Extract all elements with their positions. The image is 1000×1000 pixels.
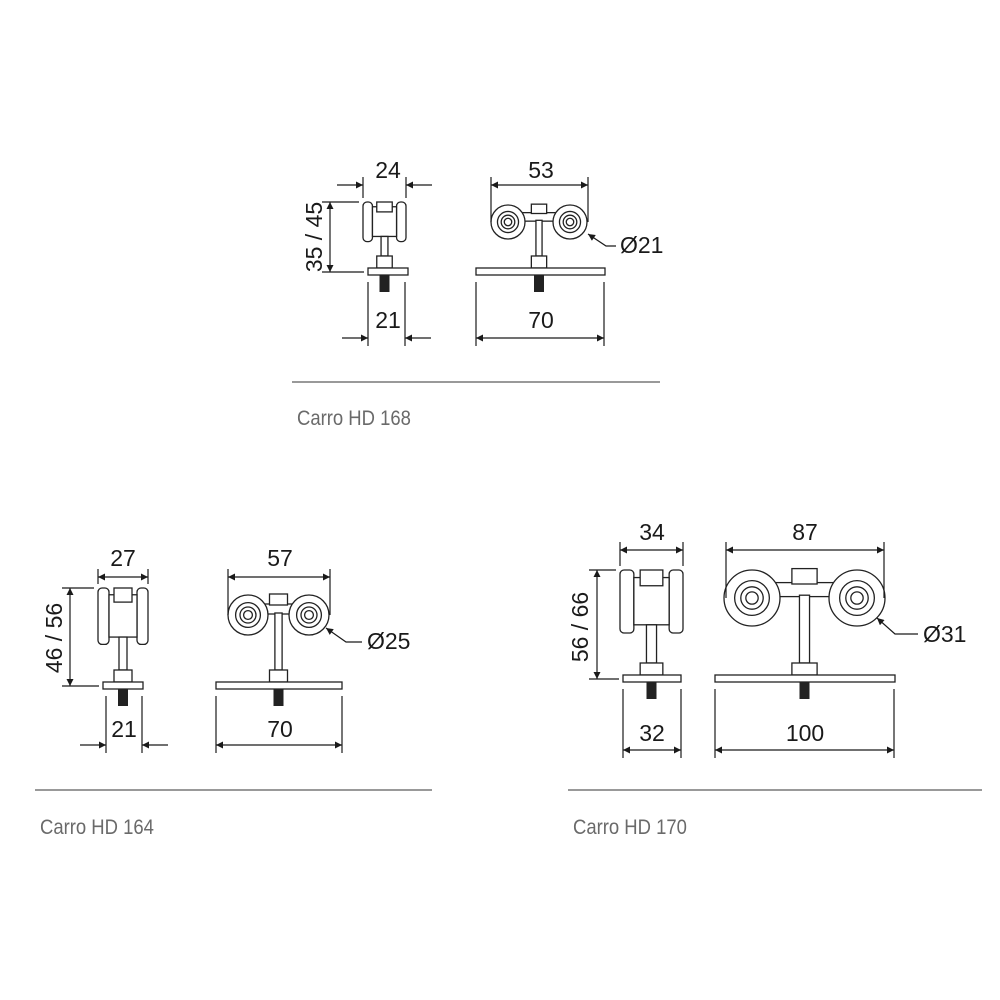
base-nut [530,255,548,269]
wheel-diameter-label: Ø31 [923,621,966,647]
side-width-label: 27 [110,545,136,571]
top-nut [113,587,133,603]
stem [645,624,658,664]
wheel-diameter-label: Ø21 [620,232,663,258]
side-wheel-left [362,201,374,243]
carriage-drawing-1 [35,569,432,791]
plate-length-label: 70 [528,307,554,333]
base-plate [367,267,409,276]
base-plate [622,674,682,683]
axle-bolt [745,591,759,605]
base-nut [376,255,393,269]
threaded-bolt [379,275,390,292]
side-view [62,569,168,753]
plate-side-width-label: 21 [375,307,401,333]
side-width-label: 24 [375,157,401,183]
diameter-leader [876,617,918,635]
stem [118,636,128,671]
side-wheel-right [136,587,149,646]
height-label: 56 / 66 [567,592,593,662]
base-plate [215,681,343,690]
base-plate [714,674,896,683]
diameter-leader [325,627,362,643]
axle-bolt [503,217,513,227]
carriage-drawing-2 [568,542,982,791]
carriage-drawing-0 [292,177,660,383]
base-plate [475,267,606,276]
axle-bolt [303,609,315,621]
front-view [714,542,918,758]
wheel-span-label: 87 [792,519,818,545]
top-nut [530,203,548,215]
base-nut [791,662,818,676]
side-wheel-left [97,587,110,646]
top-nut [376,201,393,213]
carriage-hd164-labels: 27 46 / 56 21 57 70 Ø25 Carro HD 164 [40,545,410,839]
stem [535,219,543,257]
carriage-title: Carro HD 170 [573,816,687,839]
top-nut [639,569,664,587]
plate-side-width-label: 32 [639,720,665,746]
stem [380,235,389,257]
base-nut [268,669,289,683]
top-nut [791,567,818,585]
stem [798,594,811,664]
front-view [475,177,616,346]
threaded-bolt [646,682,657,699]
axle-bolt [850,591,864,605]
side-wheel-right [395,201,407,243]
carriage-title: Carro HD 168 [297,407,411,430]
carriage-title: Carro HD 164 [40,816,154,839]
plate-side-width-label: 21 [111,716,137,742]
base-nut [113,669,133,683]
plate-length-label: 100 [786,720,824,746]
wheel-diameter-label: Ø25 [367,628,410,654]
base-nut [639,662,664,676]
side-view [589,542,684,758]
side-width-label: 34 [639,519,665,545]
threaded-bolt [534,275,544,292]
axle-bolt [242,609,254,621]
threaded-bolt [273,689,284,706]
wheel-span-label: 57 [267,545,293,571]
stem [274,612,283,671]
threaded-bolt [118,689,128,706]
front-view [215,569,362,753]
plate-length-label: 70 [267,716,293,742]
height-label: 46 / 56 [41,603,67,673]
carriage-hd168-labels: 24 35 / 45 21 53 70 Ø21 Carro HD 168 [297,157,663,430]
base-plate [102,681,144,690]
diameter-leader [587,233,616,247]
threaded-bolt [799,682,810,699]
top-nut [268,593,289,606]
axle-bolt [565,217,575,227]
carriage-hd170-labels: 34 56 / 66 32 87 100 Ø31 Carro HD 170 [567,519,966,839]
side-view [322,177,432,346]
side-wheel-left [619,569,635,634]
height-label: 35 / 45 [301,202,327,272]
side-wheel-right [668,569,684,634]
wheel-span-label: 53 [528,157,554,183]
